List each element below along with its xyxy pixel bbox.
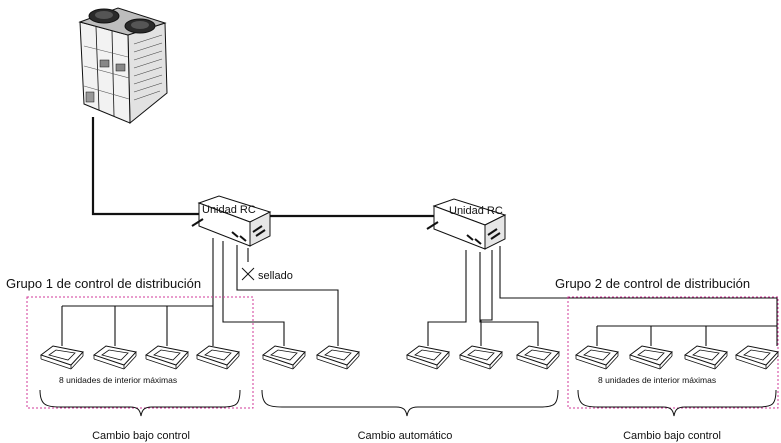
brace-middle-label: Cambio automático <box>358 430 453 442</box>
indoor-unit <box>684 345 728 370</box>
group-1-title: Grupo 1 de control de distribución <box>6 276 201 291</box>
group-1-box <box>26 296 254 409</box>
indoor-unit <box>459 345 503 370</box>
indoor-unit <box>735 345 779 370</box>
rc-unit-1-label: Unidad RC <box>202 204 256 216</box>
group-1-capacity: 8 unidades de interior máximas <box>59 375 177 385</box>
outdoor-unit <box>78 7 168 125</box>
main-pipe-outdoor <box>91 117 207 216</box>
brace-left-label: Cambio bajo control <box>92 430 190 442</box>
indoor-unit <box>316 345 360 370</box>
rc-unit-2-label: Unidad RC <box>449 205 503 217</box>
indoor-units <box>40 345 779 370</box>
rc-unit-1: Unidad RC <box>191 195 272 247</box>
sealed-label: sellado <box>258 270 293 282</box>
indoor-unit <box>196 345 240 370</box>
indoor-unit <box>40 345 84 370</box>
brace-right <box>577 389 777 417</box>
brace-middle <box>261 389 559 417</box>
indoor-unit <box>93 345 137 370</box>
indoor-unit <box>262 345 306 370</box>
sealed-marker: sellado <box>241 267 293 282</box>
indoor-unit <box>575 345 619 370</box>
group-2-capacity: 8 unidades de interior máximas <box>598 375 716 385</box>
indoor-unit <box>406 345 450 370</box>
brace-left <box>39 389 241 417</box>
group-2-title: Grupo 2 de control de distribución <box>555 276 750 291</box>
branch-pipes <box>61 238 778 346</box>
rc-unit-2: Unidad RC <box>426 198 507 250</box>
indoor-unit <box>145 345 189 370</box>
indoor-unit <box>629 345 673 370</box>
indoor-unit <box>516 345 560 370</box>
brace-right-label: Cambio bajo control <box>623 430 721 442</box>
